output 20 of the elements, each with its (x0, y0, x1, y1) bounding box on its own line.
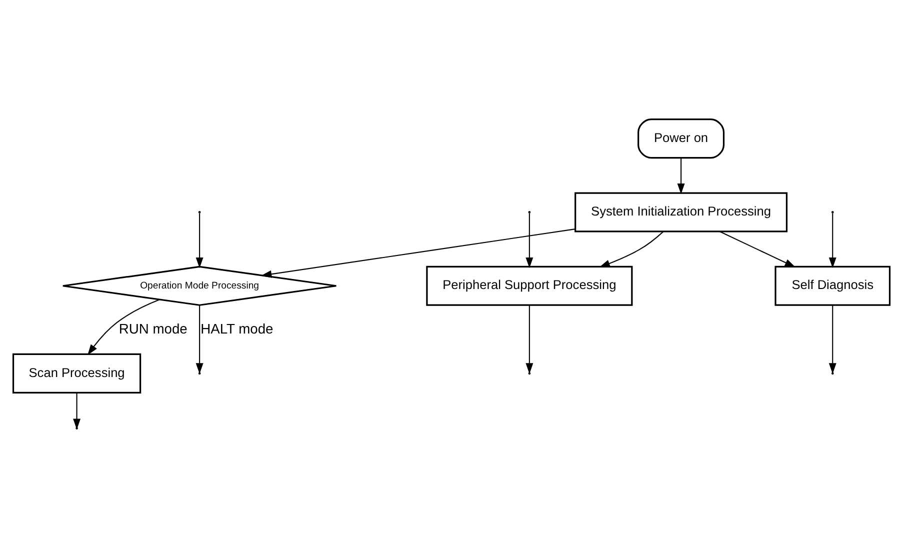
node-box: Scan Processing (12, 352, 141, 393)
edge-label: HALT mode (200, 320, 273, 336)
edge-label: RUN mode (118, 320, 187, 336)
arrow (718, 230, 795, 267)
arrow (598, 230, 664, 267)
arrow (828, 212, 836, 268)
arrow (828, 305, 836, 374)
arrow (525, 212, 533, 268)
arrow (525, 305, 533, 374)
node-box: System Initialization Processing (574, 192, 787, 232)
arrow (87, 298, 160, 355)
arrow (195, 305, 203, 374)
arrow (260, 228, 575, 278)
arrow (195, 212, 203, 268)
node-box: Self Diagnosis (774, 265, 890, 306)
arrow (72, 392, 80, 429)
node-box: Power on (637, 118, 724, 158)
node-box: Peripheral Support Processing (426, 265, 632, 306)
node-diamond: Operation Mode Processing (62, 265, 336, 306)
arrow (676, 158, 684, 194)
